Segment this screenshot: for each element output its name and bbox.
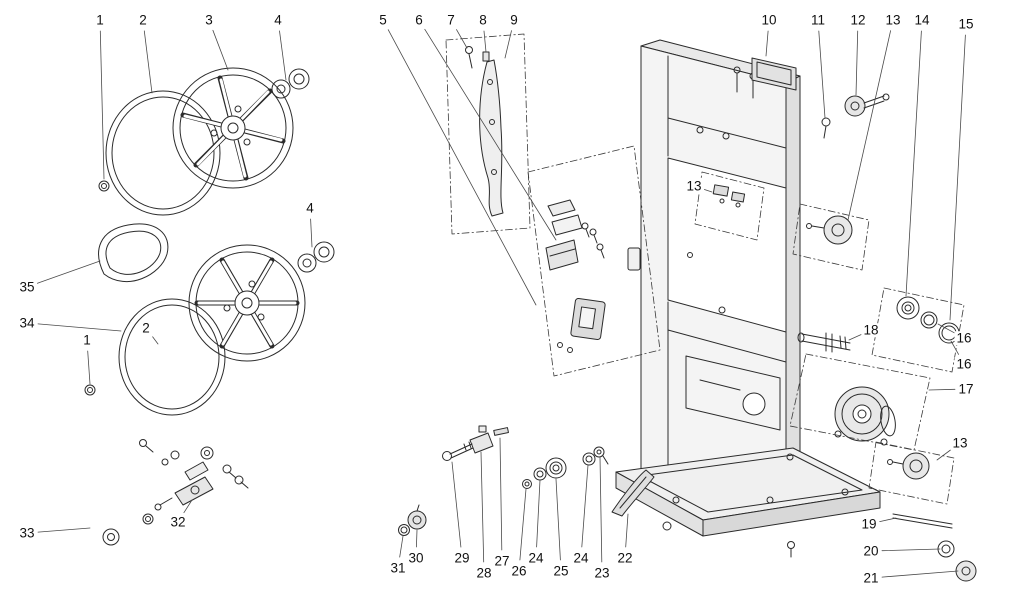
motor-pulley — [834, 386, 896, 446]
callout-label-3-2: 3 — [203, 12, 215, 28]
callout-label-25-38: 25 — [551, 563, 571, 579]
callout-label-26-36: 26 — [509, 563, 529, 579]
callout-label-31-31: 31 — [388, 560, 408, 576]
callout-label-16-23: 16 — [954, 356, 974, 372]
callout-label-19-26: 19 — [859, 516, 879, 532]
leader-lines — [37, 28, 966, 578]
upper-wheel-assembly — [98, 67, 310, 216]
callout-label-27-35: 27 — [492, 553, 512, 569]
callout-label-1-18: 1 — [81, 332, 93, 348]
callout-label-32-30: 32 — [168, 514, 188, 530]
callout-label-18-21: 18 — [861, 322, 881, 338]
callout-label-33-29: 33 — [17, 525, 37, 541]
blade-guard — [465, 46, 504, 217]
v-belt — [98, 223, 169, 283]
callout-label-13-20: 13 — [684, 178, 704, 194]
middle-hardware-cluster — [545, 199, 606, 353]
callout-label-2-1: 2 — [137, 12, 149, 28]
saw-frame — [627, 39, 890, 519]
callout-label-21-28: 21 — [861, 570, 881, 586]
callout-label-13-25: 13 — [950, 435, 970, 451]
callout-label-16-22: 16 — [954, 330, 974, 346]
callout-label-28-34: 28 — [474, 565, 494, 581]
callout-label-23-40: 23 — [592, 565, 612, 581]
callout-label-22-41: 22 — [615, 550, 635, 566]
base-stand — [615, 447, 881, 558]
callout-label-6-5: 6 — [413, 12, 425, 28]
callout-label-1-0: 1 — [94, 12, 106, 28]
callout-label-15-14: 15 — [956, 16, 976, 32]
callout-label-29-33: 29 — [452, 550, 472, 566]
callout-label-34-16: 34 — [17, 315, 37, 331]
phantom-boxes — [445, 33, 965, 505]
callout-label-2-17: 2 — [140, 320, 152, 336]
callout-label-24-37: 24 — [526, 550, 546, 566]
callout-label-9-8: 9 — [508, 12, 520, 28]
callout-label-4-19: 4 — [304, 200, 316, 216]
trunnion-cluster — [102, 439, 249, 546]
callout-label-20-27: 20 — [861, 543, 881, 559]
callout-label-10-9: 10 — [759, 12, 779, 28]
callout-label-17-24: 17 — [956, 381, 976, 397]
right-hardware — [797, 296, 977, 582]
callout-label-30-32: 30 — [406, 550, 426, 566]
callout-label-13-12: 13 — [883, 12, 903, 28]
callout-label-11-10: 11 — [808, 12, 828, 28]
callout-label-4-3: 4 — [272, 12, 284, 28]
callout-label-35-15: 35 — [17, 279, 37, 295]
lower-wheel-assembly — [84, 241, 335, 416]
callout-label-24-39: 24 — [571, 550, 591, 566]
bottom-hardware — [398, 425, 655, 536]
callout-label-14-13: 14 — [912, 12, 932, 28]
callout-label-7-6: 7 — [445, 12, 457, 28]
callout-label-5-4: 5 — [377, 12, 389, 28]
callout-label-8-7: 8 — [477, 12, 489, 28]
callout-label-12-11: 12 — [848, 12, 868, 28]
